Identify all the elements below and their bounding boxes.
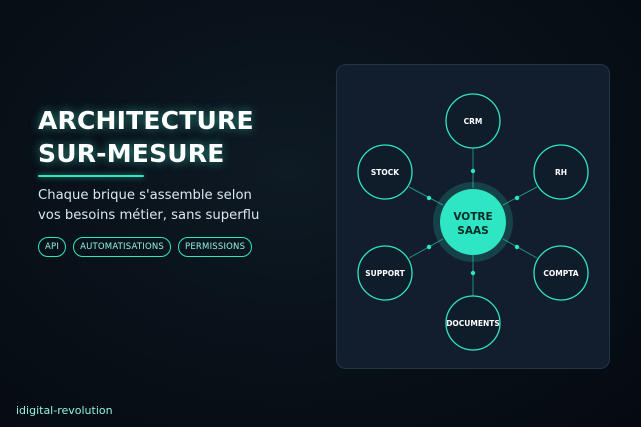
node-crm-label: CRM [464, 117, 483, 126]
tag-api: API [38, 237, 67, 257]
brand-name: idigital-revolution [16, 404, 113, 417]
connector-dot-rh [514, 195, 520, 201]
node-documents-label: DOCUMENTS [446, 319, 500, 328]
connector-compta [502, 238, 538, 259]
architecture-diagram-panel: CRM RH COMPTA DOCUMENTS SUPPORT STOCK VO… [336, 64, 610, 369]
headline-underline [38, 175, 144, 177]
headline: ARCHITECTURE SUR-MESURE [38, 104, 254, 170]
node-stock: STOCK [357, 144, 413, 200]
connector-lines [408, 147, 538, 296]
node-compta-label: COMPTA [543, 269, 578, 278]
architecture-diagram: CRM RH COMPTA DOCUMENTS SUPPORT STOCK VO… [357, 93, 589, 351]
tag-list: API AUTOMATISATIONS PERMISSIONS [38, 237, 253, 257]
connector-dots [426, 168, 520, 276]
subtitle: Chaque brique s'assemble selon vos besoi… [38, 186, 298, 226]
connector-dot-stock [426, 195, 432, 201]
node-rh: RH [533, 144, 589, 200]
connector-dot-support [426, 244, 432, 250]
tag-automatisations: AUTOMATISATIONS [73, 237, 172, 257]
node-documents: DOCUMENTS [445, 295, 501, 351]
connector-dot-compta [514, 244, 520, 250]
node-stock-label: STOCK [371, 168, 400, 177]
tag-permissions: PERMISSIONS [178, 237, 253, 257]
node-crm: CRM [445, 93, 501, 149]
connector-support [408, 238, 444, 259]
connector-rh [502, 186, 538, 206]
connector-stock [408, 186, 444, 206]
subtitle-line-2: vos besoins métier, sans superflu [38, 208, 260, 223]
headline-line-1: ARCHITECTURE [38, 106, 254, 135]
subtitle-line-1: Chaque brique s'assemble selon [38, 188, 252, 203]
connector-dot-crm [470, 168, 476, 174]
node-compta: COMPTA [533, 245, 589, 301]
node-support: SUPPORT [357, 245, 413, 301]
center-label-line-1: VOTRE [453, 211, 492, 223]
node-rh-label: RH [555, 168, 567, 177]
connector-dot-documents [470, 270, 476, 276]
node-center: VOTRE SAAS [433, 182, 513, 262]
center-label-line-2: SAAS [457, 225, 488, 237]
node-support-label: SUPPORT [365, 269, 405, 278]
headline-line-2: SUR-MESURE [38, 139, 225, 168]
